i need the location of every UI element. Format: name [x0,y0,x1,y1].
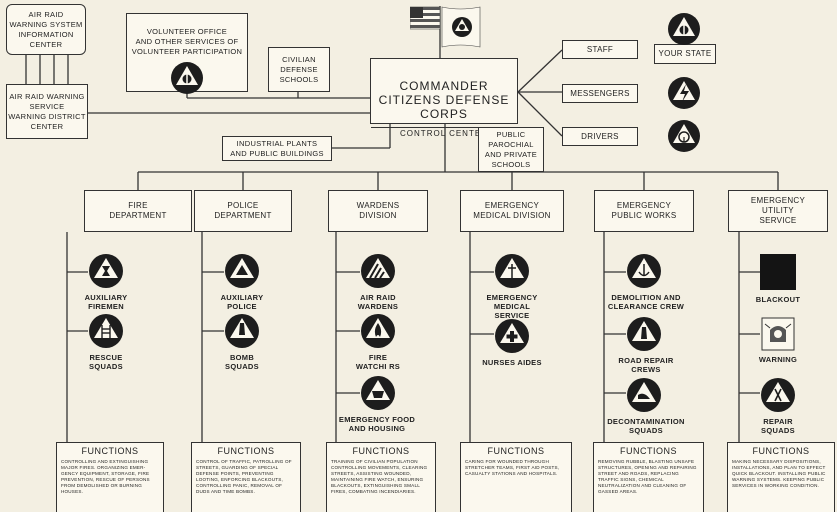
utility-service-box: EMERGENCY UTILITY SERVICE [728,190,828,232]
bomb-squad-insignia-icon [225,314,259,348]
functions-box-medical: FUNCTIONS Caring for wounded through str… [460,442,572,512]
functions-box-police: FUNCTIONS Control of traffic, patrolling… [191,442,301,512]
commander-box: COMMANDER CITIZENS DEFENSE CORPS CONTROL… [370,58,518,138]
your-state-box: YOUR STATE [654,44,716,64]
warden-insignia-icon [361,254,395,288]
fire-watcher-insignia-icon [361,314,395,348]
police-insignia-icon [225,254,259,288]
functions-box-public-works: FUNCTIONS Removing rubble, blasting unsa… [593,442,704,512]
functions-title: FUNCTIONS [217,446,275,456]
unit-label: AUXILIARY POLICE [220,293,264,311]
unit-label: DEMOLITION AND CLEARANCE CREW [607,293,685,311]
flags-icon [410,6,481,48]
unit-label: FIRE WATCHI RS [355,353,401,371]
functions-text: Removing rubble, blasting unsafe structu… [598,459,697,494]
police-department-box: POLICE DEPARTMENT [194,190,292,232]
air-raid-information-center: AIR RAID WARNING SYSTEM INFORMATION CENT… [6,4,86,55]
warning-siren-icon [761,317,795,351]
functions-title: FUNCTIONS [352,446,410,456]
volunteer-office-box: VOLUNTEER OFFICE AND OTHER SERVICES OF V… [126,13,248,94]
functions-box-wardens: FUNCTIONS Training of civilian populatio… [326,442,436,512]
blackout-square-icon [760,254,796,290]
firemen-insignia-icon [89,254,123,288]
unit-label: WARNING [758,355,798,364]
repair-insignia-icon [761,378,795,412]
food-housing-insignia-icon [361,376,395,410]
unit-label: REPAIR SQUADS [761,417,795,435]
functions-box-fire: FUNCTIONS Controlling and extinguishing … [56,442,164,512]
rescue-insignia-icon [89,314,123,348]
functions-text: Making necessary dispositions, installat… [732,459,826,488]
messenger-insignia-icon [668,77,700,109]
road-repair-insignia-icon [627,317,661,351]
unit-label: RESCUE SQUADS [89,353,123,371]
functions-text: Control of traffic, patrolling of street… [196,459,292,494]
medical-insignia-icon [495,254,529,288]
functions-title: FUNCTIONS [752,446,810,456]
demolition-insignia-icon [627,254,661,288]
functions-title: FUNCTIONS [81,446,139,456]
unit-label: AIR RAID WARDENS [357,293,399,311]
unit-label: AUXILIARY FIREMEN [84,293,128,311]
unit-label: BOMB SQUADS [225,353,259,371]
staff-box: STAFF [562,40,638,59]
functions-text: Training of civilian population controll… [331,459,428,494]
commander-title: COMMANDER CITIZENS DEFENSE CORPS [378,79,510,121]
state-insignia-icon [668,13,700,45]
public-works-box: EMERGENCY PUBLIC WORKS [594,190,694,232]
schools-box: PUBLIC PAROCHIAL AND PRIVATE SCHOOLS [478,127,544,172]
nurses-insignia-icon [495,319,529,353]
driver-insignia-icon [668,120,700,152]
wardens-division-box: WARDENS DIVISION [328,190,428,232]
functions-title: FUNCTIONS [620,446,677,456]
medical-division-box: EMERGENCY MEDICAL DIVISION [460,190,564,232]
functions-title: FUNCTIONS [487,446,545,456]
volunteer-office-label: VOLUNTEER OFFICE AND OTHER SERVICES OF V… [131,27,243,56]
decontamination-insignia-icon [627,378,661,412]
unit-label: NURSES AIDES [482,358,542,367]
unit-label: EMERGENCY FOOD AND HOUSING [338,415,416,433]
unit-label: EMERGENCY MEDICAL SERVICE [486,293,538,320]
drivers-box: DRIVERS [562,127,638,146]
fire-department-box: FIRE DEPARTMENT [84,190,192,232]
unit-label: ROAD REPAIR CREWS [618,356,674,374]
civilian-defense-schools: CIVILIAN DEFENSE SCHOOLS [268,47,330,92]
industrial-plants-box: INDUSTRIAL PLANTS AND PUBLIC BUILDINGS [222,136,332,161]
messengers-box: MESSENGERS [562,84,638,103]
unit-label: BLACKOUT [755,295,801,304]
unit-label: DECONTAMINATION SQUADS [607,417,685,435]
functions-text: Controlling and extinguishing major fire… [61,459,150,494]
control-center-label: CONTROL CENTER [371,127,517,140]
functions-text: Caring for wounded through stretcher tea… [465,459,560,476]
functions-box-utility: FUNCTIONS Making necessary dispositions,… [727,442,835,512]
warning-district-center: AIR RAID WARNING SERVICE WARNING DISTRIC… [6,84,88,139]
civil-defense-insignia-icon [171,62,203,94]
